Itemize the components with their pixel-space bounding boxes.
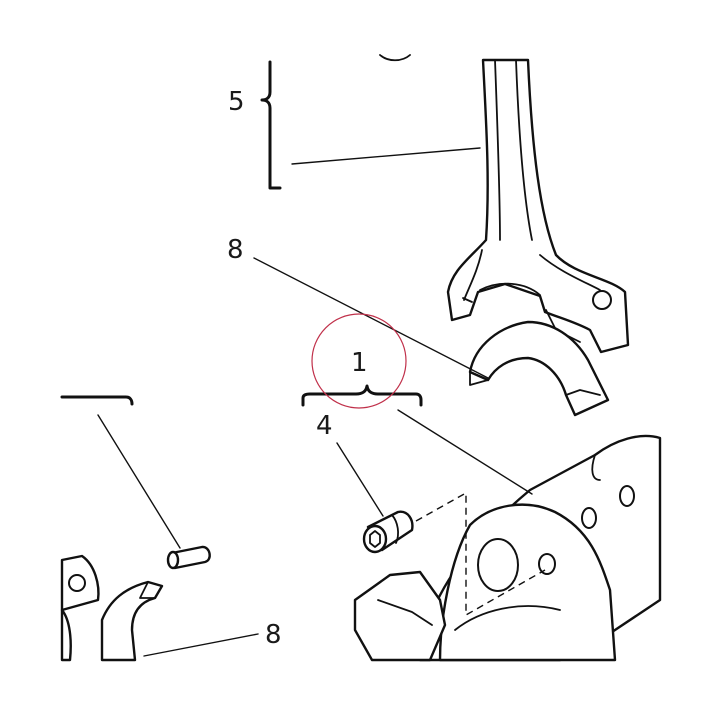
leader-8-top [253,257,489,379]
highlight-circle [311,313,407,409]
callout-8-bottom: 8 [265,620,282,650]
bearing-shell-bottom [100,580,164,662]
brace-1 [301,384,423,407]
brace-left [60,395,134,406]
leader-4 [336,442,384,517]
assembly-axis [415,491,546,617]
callout-8-top: 8 [227,235,244,265]
callout-4: 4 [316,411,333,441]
leader-1 [397,409,533,495]
callout-5: 5 [228,87,245,117]
leader-5 [291,147,481,165]
connecting-rod [379,54,630,354]
brace-5 [260,60,282,190]
dowel-pin [166,545,211,570]
callout-1: 1 [351,348,368,378]
leader-8-bottom [143,633,259,657]
left-partial-part [60,554,100,662]
leader-pin [97,414,181,549]
plug-screw [362,510,414,554]
bearing-shell-top [468,320,610,417]
crankshaft [353,434,662,662]
